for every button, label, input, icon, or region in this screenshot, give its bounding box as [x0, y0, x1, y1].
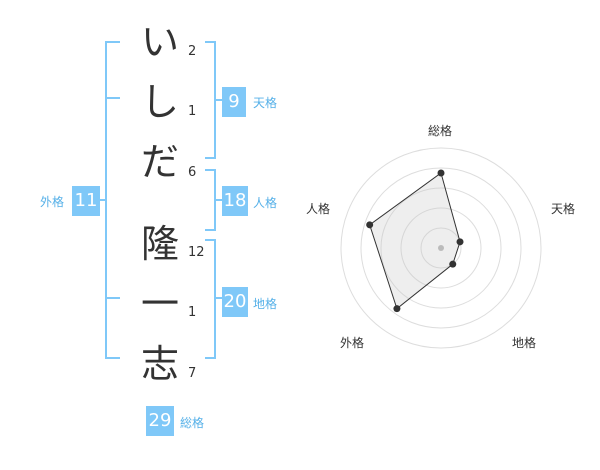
gaikaku-value: 11 — [72, 186, 100, 216]
tenkaku-label: 天格 — [253, 96, 278, 110]
stroke-count-6: 7 — [188, 366, 197, 381]
radar-point-3 — [449, 260, 457, 268]
radar-axis-label-jinkaku: 人格 — [306, 202, 331, 216]
radar-ring — [380, 187, 502, 309]
radar-point-1 — [437, 169, 445, 177]
name-char-1: い — [140, 20, 179, 64]
jinkaku-value: 18 — [222, 186, 248, 216]
radar-polygon — [369, 172, 461, 310]
name-char-6: 志 — [140, 342, 179, 386]
radar-center — [438, 245, 444, 251]
chikaku-value: 20 — [222, 287, 248, 317]
name-char-4: 隆 — [140, 222, 179, 266]
radar-axis-label-soukaku: 総格 — [428, 124, 453, 138]
radar-point-4 — [393, 305, 401, 313]
stroke-count-5: 1 — [188, 305, 197, 320]
name-char-2: し — [140, 80, 179, 124]
stroke-count-3: 6 — [188, 165, 197, 180]
soukaku-value: 29 — [146, 406, 174, 436]
stroke-count-4: 12 — [188, 245, 205, 260]
soukaku-label: 総格 — [180, 416, 205, 430]
jinkaku-label: 人格 — [253, 196, 278, 210]
radar-point-5 — [366, 221, 374, 229]
radar-ring — [420, 227, 462, 269]
name-char-3: だ — [140, 140, 179, 184]
radar-ring — [400, 207, 482, 289]
radar-ring — [360, 167, 522, 329]
gaikaku-label: 外格 — [40, 195, 65, 209]
name-char-5: 一 — [140, 282, 179, 326]
stroke-count-1: 2 — [188, 44, 197, 59]
radar-axis-label-tenkaku: 天格 — [551, 202, 576, 216]
chikaku-label: 地格 — [253, 297, 278, 311]
radar-axis-label-gaikaku: 外格 — [340, 336, 365, 350]
stroke-count-2: 1 — [188, 104, 197, 119]
radar-point-2 — [456, 238, 464, 246]
radar-axis-label-chikaku: 地格 — [512, 336, 537, 350]
tenkaku-value: 9 — [222, 87, 246, 117]
